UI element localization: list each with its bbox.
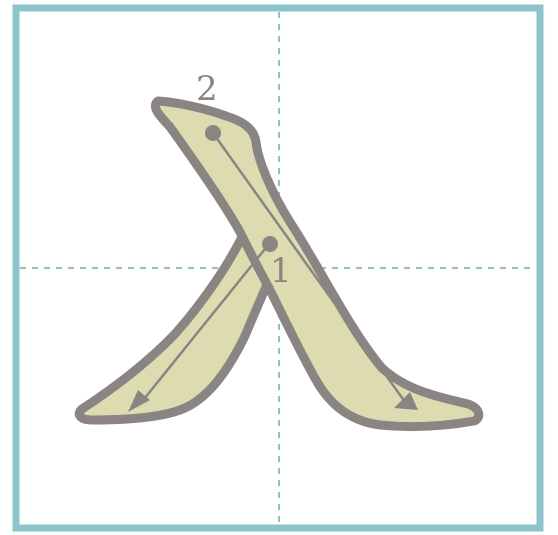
stroke-2-order-label: 2 xyxy=(196,69,218,109)
stroke-1-order-label: 1 xyxy=(270,251,292,291)
stroke-2-start-dot xyxy=(205,125,221,141)
stroke-1-start-dot xyxy=(262,236,278,252)
